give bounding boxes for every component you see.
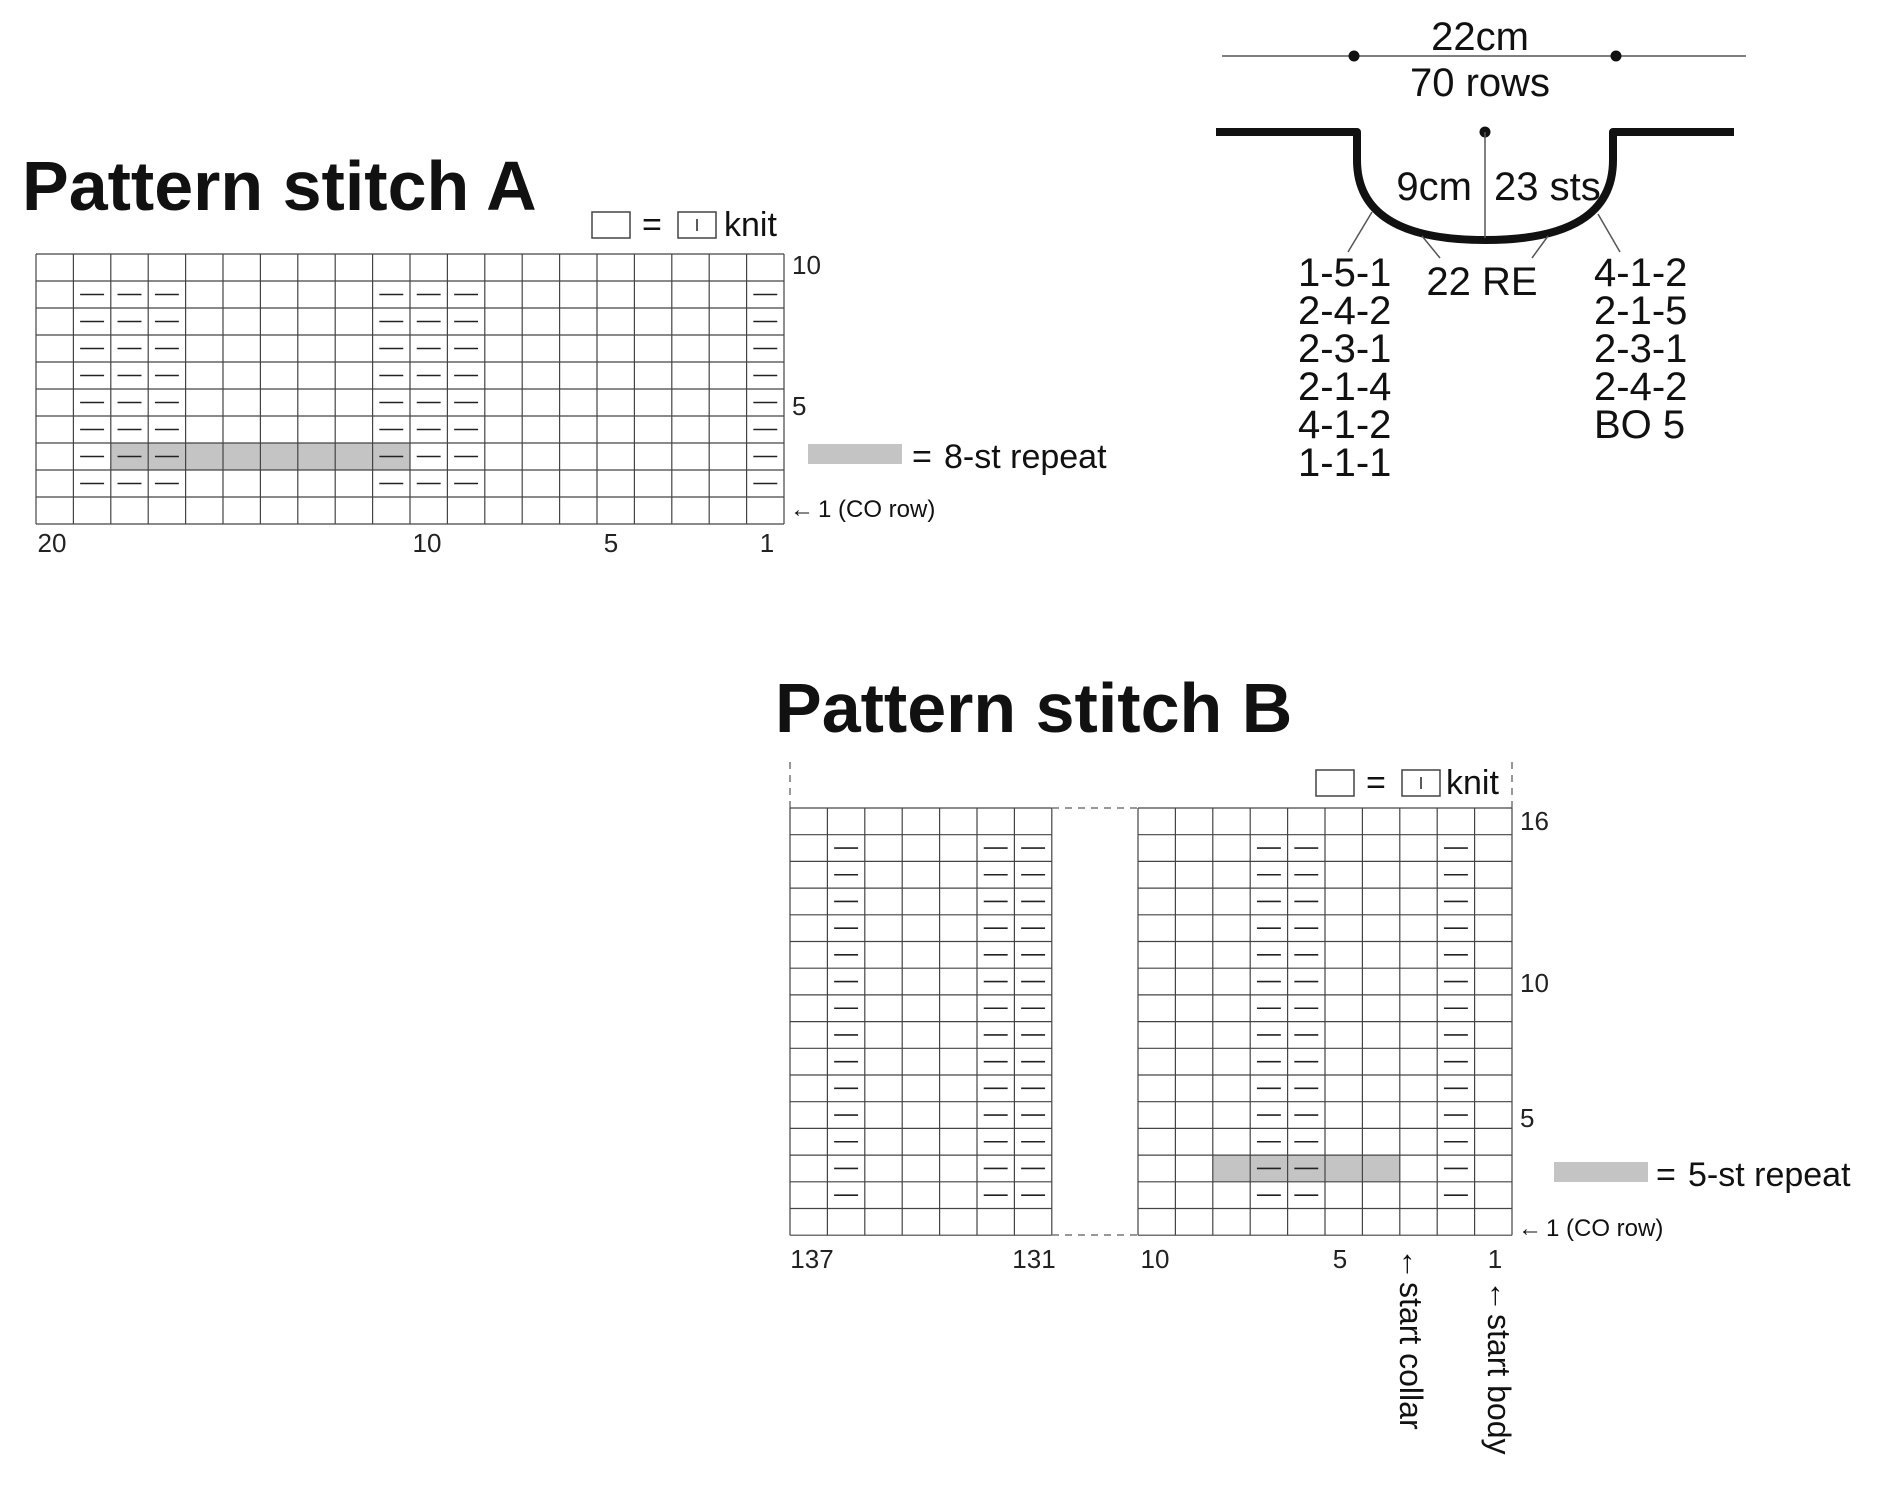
pattern-b-col-10: 10 [1141,1244,1170,1274]
center-leader-right [1531,235,1549,259]
left-leader-line [1347,211,1373,253]
legend-empty-square [1315,769,1355,797]
left-step: 4-1-2 [1298,403,1391,447]
legend-knit-label: knit [724,206,777,244]
repeat-equals: = [1656,1156,1676,1194]
start-body-label: start body [1481,1314,1517,1455]
legend-knit-square [677,211,717,239]
start-body-marker: ← start body [1481,1280,1519,1455]
depth-cm: 9cm [1396,165,1472,209]
pattern-b-title: Pattern stitch B [775,669,1292,747]
pattern-a-co-row: ← 1 (CO row) [790,496,935,523]
pattern-a-col-5: 5 [604,528,618,558]
right-decrease-steps: 4-1-2 2-1-5 2-3-1 2-4-2 BO 5 [1594,251,1687,447]
legend-knit-label: knit [1446,764,1499,802]
start-collar-arrow: ← [1395,1248,1431,1280]
pattern-b-col-131: 131 [1012,1244,1055,1274]
pattern-b-co-row: ← 1 (CO row) [1518,1215,1663,1242]
legend-knit-square [1401,769,1441,797]
pattern-a-col-20: 20 [38,528,67,558]
pattern-b-repeat-legend: = 5-st repeat [1554,1156,1851,1194]
repeat-equals: = [912,438,932,476]
neckline-edge [1216,128,1734,244]
left-step: 1-1-1 [1298,441,1391,485]
start-body-arrow: ← [1483,1280,1519,1312]
legend-equals: = [1366,764,1386,802]
co-row-label: 1 (CO row) [1546,1215,1663,1242]
pattern-a-repeat-legend: = 8-st repeat [808,438,1107,476]
left-step: 2-4-2 [1298,289,1391,333]
pattern-a-chart: Pattern stitch A = knit 10 5 ← 1 (CO row… [22,147,1107,558]
center-leader-left [1421,235,1441,259]
pattern-a-row-10: 10 [792,250,821,280]
legend-equals: = [642,206,662,244]
right-step: 2-4-2 [1594,365,1687,409]
pattern-b-col-1: 1 [1488,1244,1502,1274]
pattern-b-chart: Pattern stitch B = knit 16 10 5 ← 1 (CO … [775,669,1851,1455]
left-step: 2-3-1 [1298,327,1391,371]
pattern-a-col-10: 10 [413,528,442,558]
right-step: 4-1-2 [1594,251,1687,295]
pattern-b-grid [789,807,1513,1236]
repeat-label: 5-st repeat [1688,1156,1851,1194]
co-row-arrow: ← [1518,1215,1542,1242]
right-leader-line [1597,213,1621,253]
repeat-swatch [1554,1162,1648,1182]
center-label: 22 RE [1426,260,1537,304]
pattern-b-row-10: 10 [1520,968,1549,998]
pattern-a-col-1: 1 [760,528,774,558]
pattern-a-knit-legend: = knit [591,206,777,244]
pattern-b-col-5: 5 [1333,1244,1347,1274]
width-rows: 70 rows [1410,61,1550,105]
right-step: 2-3-1 [1594,327,1687,371]
pattern-a-title: Pattern stitch A [22,147,537,225]
width-cm: 22cm [1431,15,1529,59]
pattern-a-grid [35,253,785,525]
repeat-label: 8-st repeat [944,438,1107,476]
legend-empty-square [591,211,631,239]
left-step: 1-5-1 [1298,251,1391,295]
pattern-b-knit-legend: = knit [1315,764,1499,802]
co-row-label: 1 (CO row) [818,496,935,523]
pattern-b-row-16: 16 [1520,806,1549,836]
depth-sts: 23 sts [1494,165,1601,209]
pattern-a-row-5: 5 [792,391,806,421]
width-left-dot [1348,50,1360,62]
neckline-schematic: 22cm 70 rows 9cm 23 sts 22 RE 1-5-1 2-4-… [1216,15,1746,485]
repeat-swatch [808,444,902,464]
left-step: 2-1-4 [1298,365,1391,409]
start-collar-marker: ← start collar [1393,1248,1431,1430]
left-decrease-steps: 1-5-1 2-4-2 2-3-1 2-1-4 4-1-2 1-1-1 [1298,251,1391,485]
width-right-dot [1610,50,1622,62]
pattern-b-col-137: 137 [790,1244,833,1274]
pattern-b-row-5: 5 [1520,1103,1534,1133]
right-step: 2-1-5 [1594,289,1687,333]
right-step: BO 5 [1594,403,1685,447]
co-row-arrow: ← [790,496,814,523]
start-collar-label: start collar [1393,1282,1429,1430]
